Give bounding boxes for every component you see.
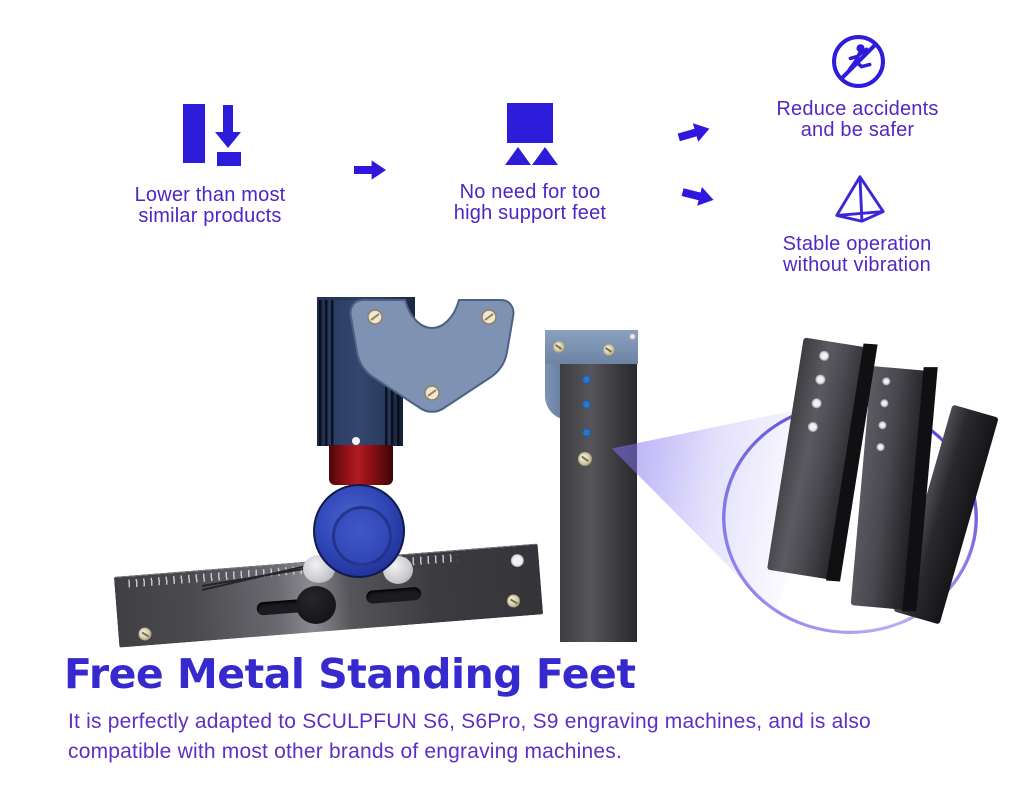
metal-foot-piece-front (767, 337, 878, 582)
benefit-label-stable: Stable operation without vibration (752, 234, 962, 276)
benefit-label-stable-line2: without vibration (783, 254, 931, 276)
flow-arrow-up-icon (676, 118, 713, 148)
tall-bar-shape (183, 104, 205, 163)
benefit-label-accidents: Reduce accidents and be safer (755, 99, 960, 141)
piece-hole (880, 398, 889, 408)
benefit-label-stable-line1: Stable operation (782, 233, 932, 255)
metal-feet-closeup (730, 335, 999, 635)
support-feet-icon (505, 103, 560, 165)
right-foot-shape (532, 147, 558, 165)
feature-label-support-line1: No need for too (459, 181, 601, 203)
foot-hole-3 (582, 428, 591, 437)
benefit-label-accidents-line2: and be safer (800, 119, 915, 141)
feature-label-support: No need for too high support feet (430, 182, 630, 224)
feature-label-lower: Lower than most similar products (100, 185, 320, 227)
down-arrow-head (215, 132, 241, 148)
stability-pyramid-icon (835, 175, 885, 223)
piece-hole (881, 377, 891, 386)
piece-hole (810, 397, 823, 409)
bracket-screws (367, 309, 497, 401)
machine-body-shape (507, 103, 553, 143)
base-screw-right (506, 594, 521, 608)
end-plate-screw-left (553, 341, 565, 353)
no-falling-icon (832, 35, 885, 88)
piece-hole (814, 373, 827, 386)
foot-screw (578, 452, 592, 466)
base-slot-right (365, 586, 422, 605)
down-arrow-shaft (223, 105, 233, 132)
description-line-1: It is perfectly adapted to SCULPFUN S6, … (68, 710, 871, 733)
heatsink-fins-left (319, 300, 335, 446)
end-plate-pin (629, 333, 636, 340)
piece-hole (807, 421, 819, 433)
feature-label-lower-line1: Lower than most (134, 184, 286, 206)
piece-hole (818, 350, 830, 362)
piece-hole (876, 442, 885, 452)
foot-hole-1 (582, 375, 591, 384)
standing-foot (560, 362, 637, 642)
rail-end-plate (545, 330, 638, 364)
description-line-2: compatible with most other brands of eng… (68, 740, 622, 763)
left-foot-shape (505, 147, 531, 165)
low-bar-shape (217, 152, 241, 166)
feature-label-lower-line2: similar products (138, 205, 282, 227)
roller-knob (313, 484, 405, 578)
end-plate-screw-right (603, 344, 615, 356)
flow-arrow-down-icon (680, 181, 716, 210)
page-title: Free Metal Standing Feet (64, 650, 636, 698)
lower-height-icon (183, 104, 243, 166)
feature-label-support-line2: high support feet (453, 202, 607, 224)
flow-arrow-icon (354, 160, 386, 180)
base-wheel (296, 586, 336, 624)
piece-hole (878, 420, 887, 430)
mount-bracket (349, 299, 515, 413)
module-indicator-dot (352, 437, 360, 445)
base-corner-hole (510, 553, 525, 568)
foot-hole-2 (582, 400, 591, 409)
base-screw-left (137, 627, 152, 642)
knob-inner-ring (332, 506, 392, 566)
laser-lens (329, 445, 393, 485)
benefit-label-accidents-line1: Reduce accidents (776, 98, 939, 120)
